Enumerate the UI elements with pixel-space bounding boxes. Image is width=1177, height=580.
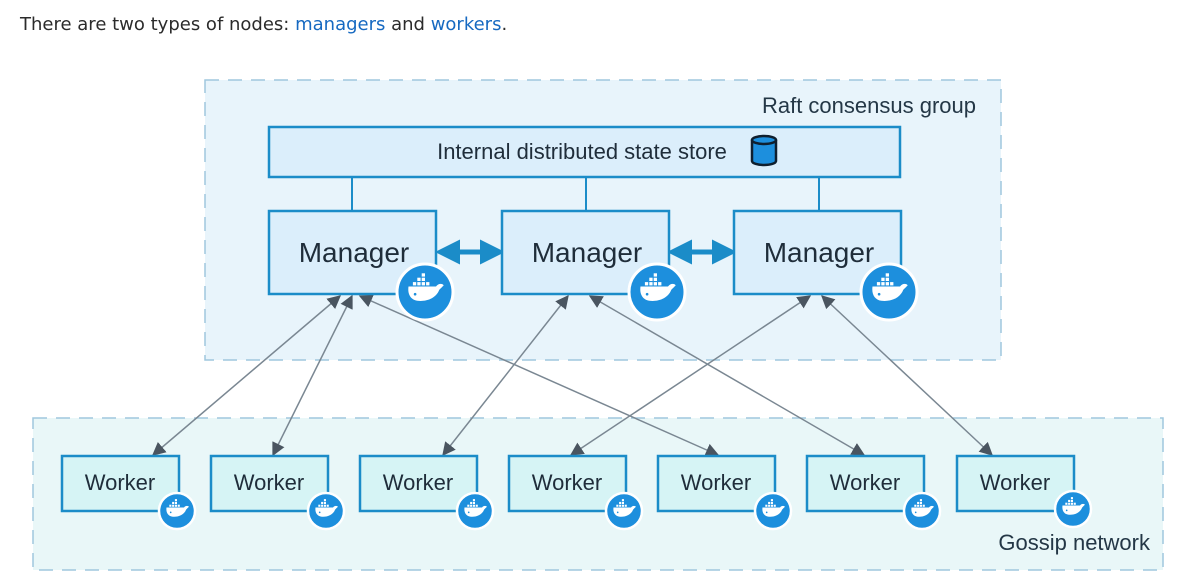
worker-node: Worker (955, 454, 1093, 529)
worker-node: Worker (60, 454, 197, 531)
raft-group-label: Raft consensus group (762, 93, 976, 118)
database-icon (750, 134, 778, 167)
manager-label: Manager (299, 237, 410, 268)
worker-node: Worker (805, 454, 942, 531)
state-store-box (267, 125, 902, 179)
worker-box (955, 454, 1076, 513)
managers-link[interactable]: managers (295, 14, 386, 35)
worker-node: Worker (209, 454, 346, 531)
worker-label: Worker (383, 470, 454, 495)
manager-label: Manager (532, 237, 643, 268)
worker-label: Worker (830, 470, 901, 495)
worker-box (656, 454, 777, 513)
manager-node: Manager (732, 209, 919, 322)
worker-label: Worker (532, 470, 603, 495)
manager-label: Manager (764, 237, 875, 268)
worker-box (60, 454, 181, 513)
worker-label: Worker (234, 470, 305, 495)
manager-box (732, 209, 903, 296)
arrow-w3-m2 (442, 294, 569, 457)
intro-prefix: There are two types of nodes: (20, 14, 296, 35)
worker-label: Worker (980, 470, 1051, 495)
workers-link[interactable]: workers (430, 14, 502, 35)
manager-node: Manager (267, 209, 455, 322)
worker-node: Worker (507, 454, 644, 531)
worker-box (209, 454, 330, 513)
gossip-network-label: Gossip network (998, 530, 1151, 555)
worker-box (358, 454, 479, 513)
worker-node: Worker (358, 454, 495, 531)
state-store-label: Internal distributed state store (437, 139, 727, 164)
arrow-w4-m3 (569, 295, 812, 456)
intro-text: There are two types of nodes: managers a… (20, 14, 507, 35)
worker-box (507, 454, 628, 513)
worker-node: Worker (656, 454, 793, 531)
intro-suffix: . (501, 14, 508, 35)
worker-label: Worker (85, 470, 156, 495)
intro-middle: and (385, 14, 431, 35)
arrow-w2-m1 (272, 294, 353, 457)
manager-node: Manager (500, 209, 687, 322)
arrow-m3-w7 (821, 295, 993, 456)
worker-box (805, 454, 926, 513)
worker-manager-arrows (151, 294, 993, 457)
worker-label: Worker (681, 470, 752, 495)
